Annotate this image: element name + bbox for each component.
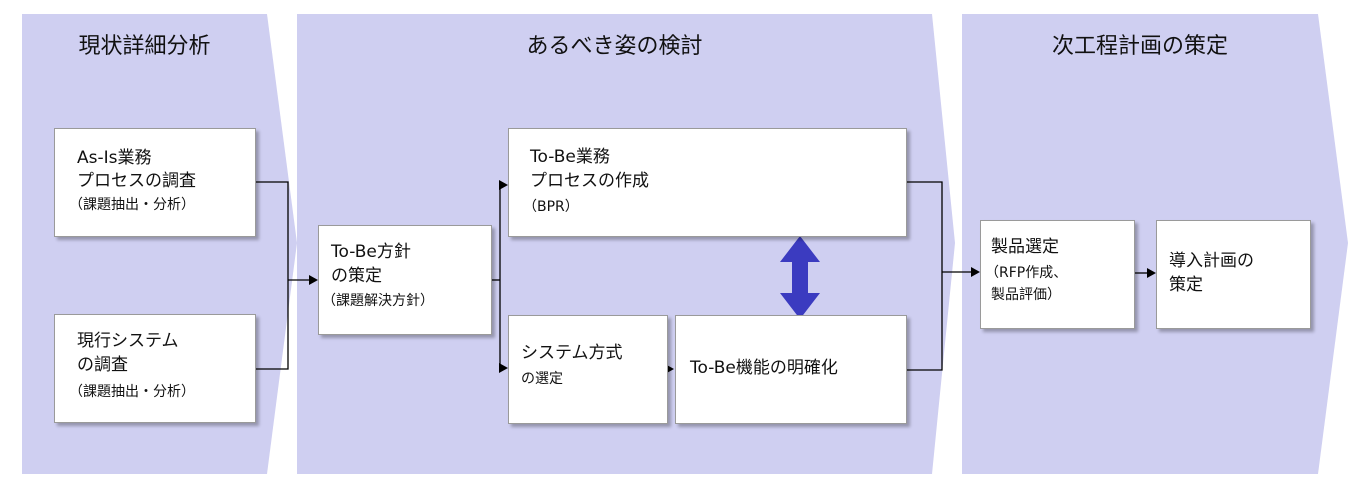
current-system-line2: の調査	[77, 355, 128, 375]
connector-function-out	[907, 272, 943, 371]
arrowhead-to-plan	[1147, 268, 1156, 278]
tobe-policy-line1: To-Be方針	[331, 242, 411, 262]
arrowhead-to-method	[499, 363, 508, 373]
product-selection-box: 製品選定 （RFP作成、 製品評価）	[980, 220, 1135, 329]
asis-process-box: As-Is業務 プロセスの調査 （課題抽出・分析）	[54, 128, 256, 237]
phase-title-current-analysis: 現状詳細分析	[78, 34, 211, 59]
product-selection-line1: 製品選定	[991, 237, 1059, 257]
tobe-function-line1: To-Be機能の明確化	[690, 358, 838, 378]
system-method-line2: の選定	[521, 371, 563, 387]
phase-band-next-plan	[962, 14, 1348, 474]
tobe-function-box: To-Be機能の明確化	[675, 315, 907, 424]
system-method-line1: システム方式	[521, 343, 623, 363]
connector-current-merge	[256, 280, 289, 370]
phase-title-next-plan: 次工程計画の策定	[1051, 34, 1228, 59]
arrowhead-to-product	[971, 267, 980, 277]
current-system-box: 現行システム の調査 （課題抽出・分析）	[54, 314, 256, 423]
current-system-line3: （課題抽出・分析）	[69, 384, 195, 400]
tobe-process-line1: To-Be業務	[530, 147, 610, 167]
tobe-process-line3: （BPR）	[523, 199, 579, 215]
tobe-process-box: To-Be業務 プロセスの作成 （BPR）	[508, 128, 907, 237]
bidirectional-arrow	[780, 236, 820, 319]
arrowhead-to-policy	[309, 275, 318, 285]
connector-process-out	[907, 181, 943, 272]
introduction-plan-line2: 策定	[1169, 275, 1203, 295]
tobe-process-line2: プロセスの作成	[530, 171, 649, 191]
tobe-policy-line2: の策定	[331, 266, 382, 286]
product-selection-line3: 製品評価）	[991, 287, 1061, 303]
system-method-box: システム方式 の選定	[508, 315, 668, 424]
asis-line3: （課題抽出・分析）	[69, 197, 195, 213]
tobe-policy-line3: （課題解決方針）	[322, 293, 434, 309]
tobe-policy-box: To-Be方針 の策定 （課題解決方針）	[318, 225, 492, 335]
arrowhead-to-process	[499, 180, 508, 190]
connector-asis-merge	[256, 181, 289, 280]
current-system-line1: 現行システム	[77, 331, 179, 351]
introduction-plan-box: 導入計画の 策定	[1156, 220, 1311, 329]
asis-line2: プロセスの調査	[77, 171, 196, 191]
product-selection-line2: （RFP作成、	[985, 265, 1068, 281]
introduction-plan-line1: 導入計画の	[1169, 251, 1254, 271]
asis-line1: As-Is業務	[77, 148, 152, 168]
phase-title-ideal-state: あるべき姿の検討	[526, 34, 703, 59]
